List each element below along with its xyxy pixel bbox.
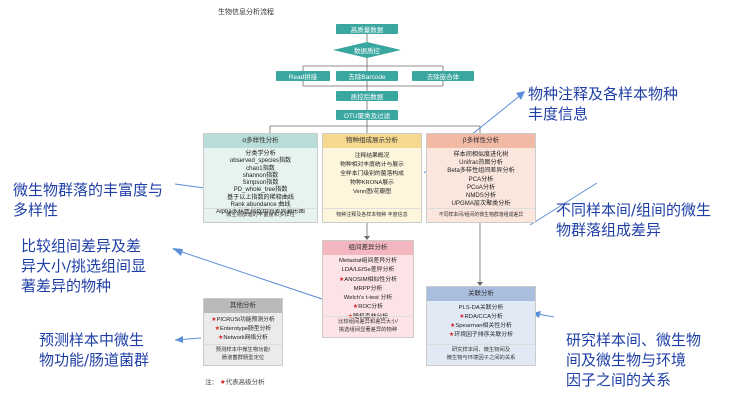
diff-item-label: ROC分析 (358, 304, 384, 311)
composition-item: 物种相对丰度统计与展示 (340, 162, 404, 168)
advanced-star-icon: ★ (459, 314, 465, 320)
panel-alpha-diversity: α多样性分析 分类学分析 observed_species指数 chao1指数 … (203, 133, 318, 223)
legend-note-prefix: 注： (205, 379, 218, 386)
corr-item: ★PLS-DA关联分析 (427, 304, 535, 313)
panel-other-title: 其他分析 (204, 299, 282, 313)
advanced-star-icon: ★ (219, 379, 226, 386)
flow-otu-clustering: OTU聚类及过滤 (336, 110, 398, 120)
advanced-star-icon: ★ (214, 326, 220, 332)
other-item-label: PICRUSt功能预测分析 (216, 317, 275, 323)
panel-alpha-footer: 微生物群落的丰富度和多样性 (204, 208, 317, 222)
diff-item: ★LDA/LEfSe差异分析 (323, 266, 413, 275)
alpha-item: 分类学分析 (245, 150, 276, 157)
diff-item: ★MRPP分析 (323, 285, 413, 294)
other-item: ★PICRUSt功能预测分析 (204, 316, 282, 325)
corr-item-label: Spearman相关性分析 (455, 323, 512, 329)
diff-item: ★ANOSIM相似性分析 (323, 276, 413, 285)
flow-post-qc-data: 质控后数据 (336, 91, 398, 101)
advanced-star-icon: ★ (211, 317, 217, 323)
annotation-community-difference: 不同样本间/组间的微生 物群落组成差异 (556, 201, 712, 239)
corr-item-label: RDA/CCA分析 (464, 314, 503, 320)
advanced-star-icon: ★ (450, 323, 456, 329)
alpha-item: chao1指数 (246, 164, 275, 172)
flow-high-quality-data: 高质量数据 (336, 24, 398, 34)
diff-item: ★Metastat组间差异分析 (323, 257, 413, 266)
flow-data-qc: 数据质控 (333, 42, 401, 58)
other-item: ★Network网络分析 (204, 334, 282, 343)
panel-corr-footer: 研究样本间、微生物间及 微生物与环境因子之间的关系 (427, 344, 535, 365)
panel-group-difference: 组间差异分析 ★Metastat组间差异分析 ★LDA/LEfSe差异分析 ★A… (322, 240, 414, 338)
panel-other-footer: 预测样本中微生物功能/ 肠道菌群肠型定位 (204, 344, 282, 365)
legend-note-text: 代表高级分析 (225, 379, 265, 386)
panel-composition-footer: 物种注释及各样本物种 丰度信息 (323, 208, 421, 222)
beta-item: PCoA分析 (466, 183, 496, 191)
flow-remove-chimera: 去除嵌合体 (412, 71, 474, 81)
other-item-label: Network网络分析 (223, 335, 268, 341)
diff-item: ★Welch's t-test 分析 (323, 294, 413, 303)
advanced-star-icon: ★ (339, 276, 345, 283)
alpha-item: 基于以上指数的稀释曲线 (226, 193, 295, 201)
composition-item: 注释结果概况 (354, 153, 390, 159)
corr-item: ★Spearman相关性分析 (427, 322, 535, 331)
advanced-star-icon: ★ (352, 304, 359, 311)
diff-item-label: LDA/LEfSe差异分析 (341, 267, 395, 274)
flow-remove-barcode: 去除Barcode (336, 71, 398, 81)
diff-item-label: Metastat组间差异分析 (339, 258, 397, 264)
diff-item-label: ANOSIM相似性分析 (344, 276, 397, 283)
panel-correlation-analysis: 关联分析 ★PLS-DA关联分析 ★RDA/CCA分析 ★Spearman相关性… (426, 286, 536, 366)
composition-item: 物种KRONA展示 (350, 180, 394, 186)
beta-item: NMDS分析 (465, 192, 497, 200)
panel-corr-title: 关联分析 (427, 287, 535, 301)
annotation-function-prediction: 预测样本中微生 物功能/肠道菌群 (39, 331, 150, 369)
alpha-item: Alpha多样性指数组间差异箱形图 (216, 208, 305, 216)
annotation-group-comparison: 比较组间差异及差 异大小/挑选组间显 著差异的物种 (21, 237, 147, 295)
other-item: ★Enterotype肠型分析 (204, 325, 282, 334)
flow-data-qc-label: 数据质控 (354, 48, 380, 55)
alpha-item: PD_whole_tree指数 (233, 186, 288, 194)
advanced-star-icon: ★ (218, 335, 224, 341)
alpha-item: Rank abundance 曲线 (230, 201, 291, 209)
legend-note: 注： ★代表高级分析 (205, 376, 265, 386)
annotation-species-abundance: 物种注释及各样本物种 丰度信息 (528, 85, 679, 123)
corr-item-label: 环境因子排序关联分析 (454, 332, 514, 338)
beta-item: Unifrac热图分析 (459, 159, 503, 167)
alpha-item: shannon指数 (242, 171, 279, 179)
diff-item-label: Welch's t-test 分析 (343, 295, 393, 302)
panel-beta-title: β多样性分析 (427, 134, 535, 148)
annotation-environment-relation: 研究样本间、微生物 间及微生物与环境 因子之间的关系 (566, 331, 702, 389)
corr-item: ★RDA/CCA分析 (427, 313, 535, 322)
annotation-richness-diversity: 微生物群落的丰富度与 多样性 (13, 181, 164, 219)
corr-item: ★环境因子排序关联分析 (427, 331, 535, 340)
panel-other-analysis: 其他分析 ★PICRUSt功能预测分析 ★Enterotype肠型分析 ★Net… (203, 298, 283, 366)
beta-item: UPGMA层次聚类分析 (451, 200, 511, 208)
diff-item: ★ROC分析 (323, 303, 413, 312)
diagram-title: 生物信息分析流程 (218, 9, 274, 16)
beta-item: 样本间相似度进化树 (453, 151, 509, 158)
panel-beta-footer: 不同样本间/组间的微生物群落组成差异 (427, 208, 535, 222)
alpha-item: Simpson指数 (242, 179, 279, 187)
composition-item: Venn图/花瓣图 (352, 189, 392, 195)
panel-species-composition: 物种组成展示分析 注释结果概况 物种相对丰度统计与展示 全样本门级别的菌落构成 … (322, 133, 422, 223)
composition-item: 全样本门级别的菌落构成 (340, 171, 404, 177)
panel-composition-title: 物种组成展示分析 (323, 134, 421, 148)
panel-diff-footer: 比较组间差异和差异大小/ 挑选组间显著差异的物种 (323, 316, 413, 337)
panel-alpha-title: α多样性分析 (204, 134, 317, 148)
flow-read-merge: Read拼接 (276, 71, 330, 81)
advanced-star-icon: ★ (448, 332, 455, 338)
beta-item: PCA分析 (468, 175, 494, 183)
alpha-item: observed_species指数 (229, 157, 292, 165)
diff-item-label: MRPP分析 (353, 285, 383, 292)
other-item-label: Enterotype肠型分析 (219, 326, 272, 332)
beta-item: Beta多样性组间差异分析 (447, 167, 515, 175)
corr-item-label: PLS-DA关联分析 (458, 305, 504, 311)
panel-beta-diversity: β多样性分析 样本间相似度进化树 Unifrac热图分析 Beta多样性组间差异… (426, 133, 536, 223)
panel-diff-title: 组间差异分析 (323, 241, 413, 255)
